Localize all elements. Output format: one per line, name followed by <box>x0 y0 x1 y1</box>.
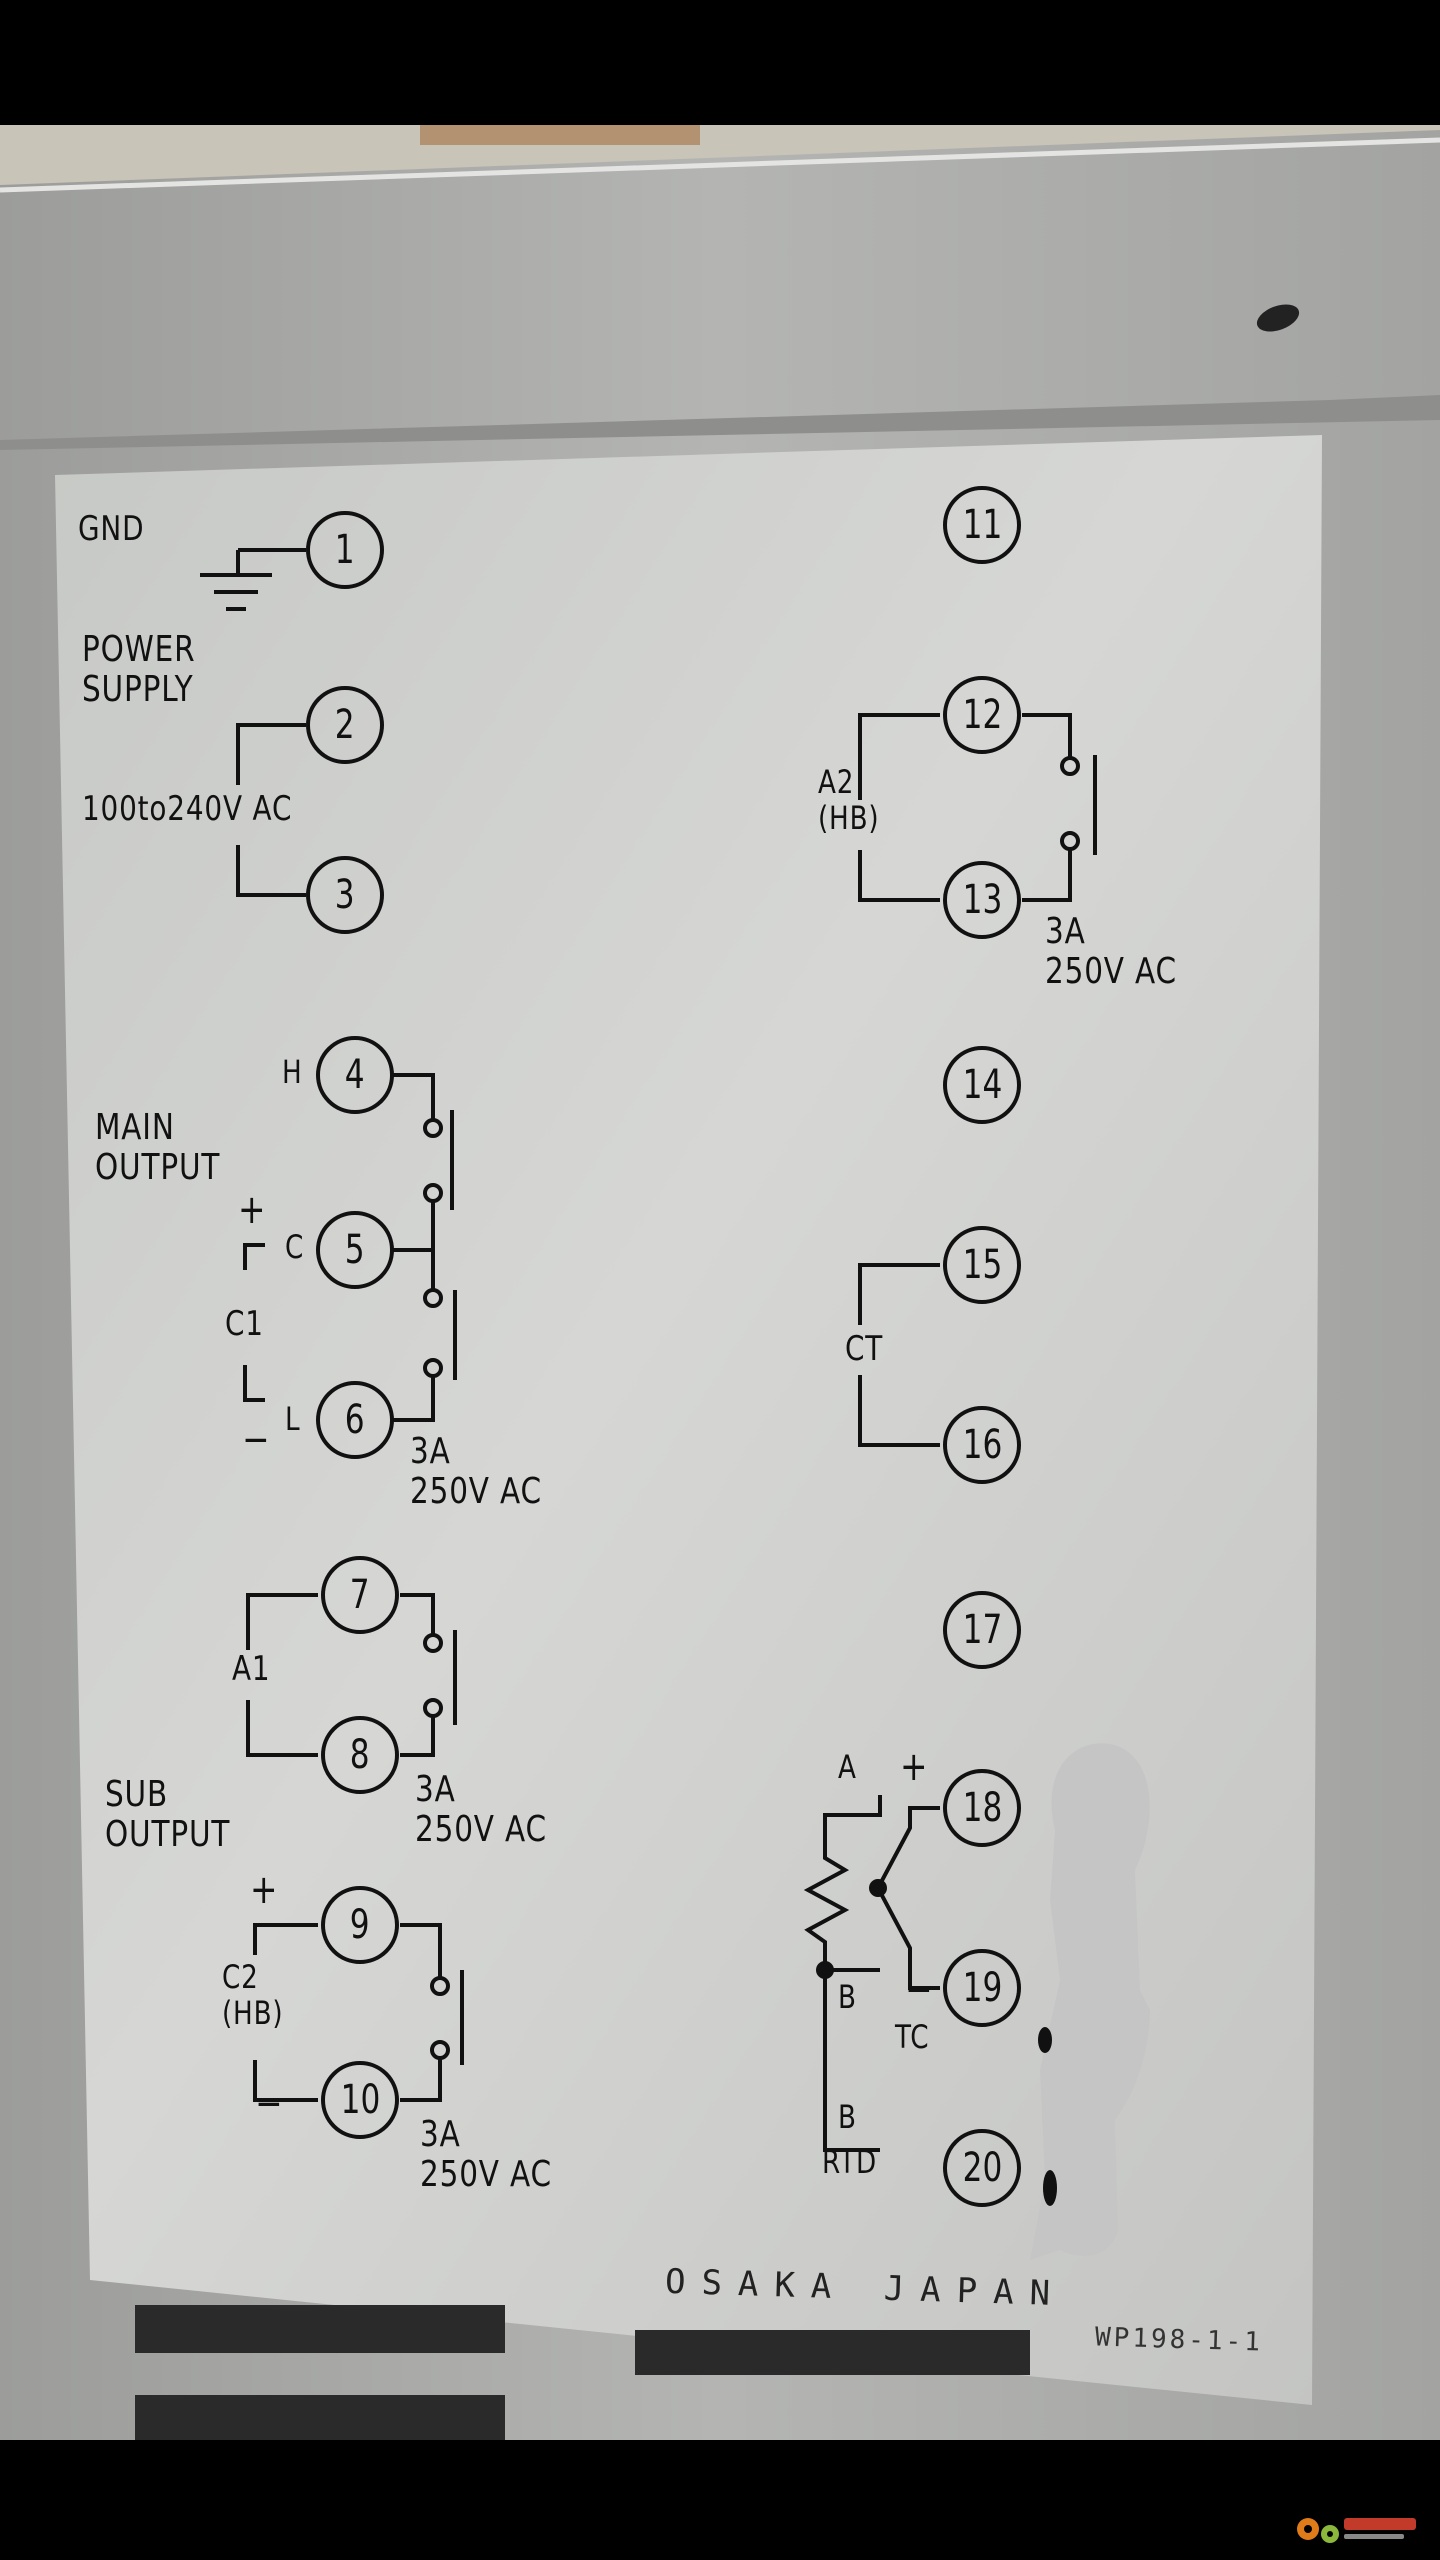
rtd-b1-label: B <box>838 1978 857 2016</box>
terminal-13: 13 <box>943 861 1021 939</box>
terminal-3: 3 <box>306 856 384 934</box>
c1-minus-label: − <box>242 1417 271 1463</box>
terminal-12: 12 <box>943 676 1021 754</box>
c1-plus-label: + <box>238 1187 267 1233</box>
terminal-14: 14 <box>943 1046 1021 1124</box>
watermark-logo <box>1297 2518 1416 2543</box>
rtd-a-label: A <box>838 1748 857 1786</box>
c1-label: C1 <box>225 1304 264 1344</box>
terminal-17: 17 <box>943 1591 1021 1669</box>
terminal-16: 16 <box>943 1406 1021 1484</box>
terminal-18: 18 <box>943 1769 1021 1847</box>
h-label: H <box>282 1053 303 1091</box>
terminal-20: 20 <box>943 2129 1021 2207</box>
terminal-4: 4 <box>316 1036 394 1114</box>
terminal-9: 9 <box>321 1886 399 1964</box>
terminal-8: 8 <box>321 1716 399 1794</box>
gnd-label: GND <box>78 509 145 549</box>
a1-rating-label: 3A 250V AC <box>415 1769 547 1851</box>
terminal-10: 10 <box>321 2061 399 2139</box>
model-number: WP198-1-1 <box>1094 2322 1264 2358</box>
tc-plus-label: + <box>900 1744 929 1790</box>
terminal-6: 6 <box>316 1381 394 1459</box>
terminal-11: 11 <box>943 486 1021 564</box>
wiring-lines <box>200 548 1097 2152</box>
rtd-label: RTD <box>822 2143 878 2181</box>
a2-rating-label: 3A 250V AC <box>1045 911 1177 993</box>
terminal-19: 19 <box>943 1949 1021 2027</box>
power-supply-label: POWER SUPPLY <box>82 629 196 711</box>
terminal-2: 2 <box>306 686 384 764</box>
sub-output-label: SUB OUTPUT <box>105 1774 231 1856</box>
c2-minus-label: − <box>255 2081 284 2127</box>
ct-label: CT <box>845 1329 884 1369</box>
terminal-1: 1 <box>306 511 384 589</box>
main-rating-label: 3A 250V AC <box>410 1431 542 1513</box>
c2-label: C2 (HB) <box>222 1958 284 2032</box>
c2-plus-label: + <box>250 1867 279 1913</box>
c-label: C <box>285 1228 305 1266</box>
c2-rating-label: 3A 250V AC <box>420 2114 552 2196</box>
tc-label: TC <box>895 2018 930 2056</box>
voltage-label: 100to240V AC <box>82 789 293 829</box>
l-label: L <box>285 1400 301 1438</box>
terminal-5: 5 <box>316 1211 394 1289</box>
tc-minus-label: − <box>905 1967 934 2013</box>
a2-label: A2 (HB) <box>818 763 880 837</box>
main-output-label: MAIN OUTPUT <box>95 1107 221 1189</box>
terminal-7: 7 <box>321 1556 399 1634</box>
rtd-b2-label: B <box>838 2098 857 2136</box>
a1-label: A1 <box>232 1649 271 1689</box>
terminal-15: 15 <box>943 1226 1021 1304</box>
